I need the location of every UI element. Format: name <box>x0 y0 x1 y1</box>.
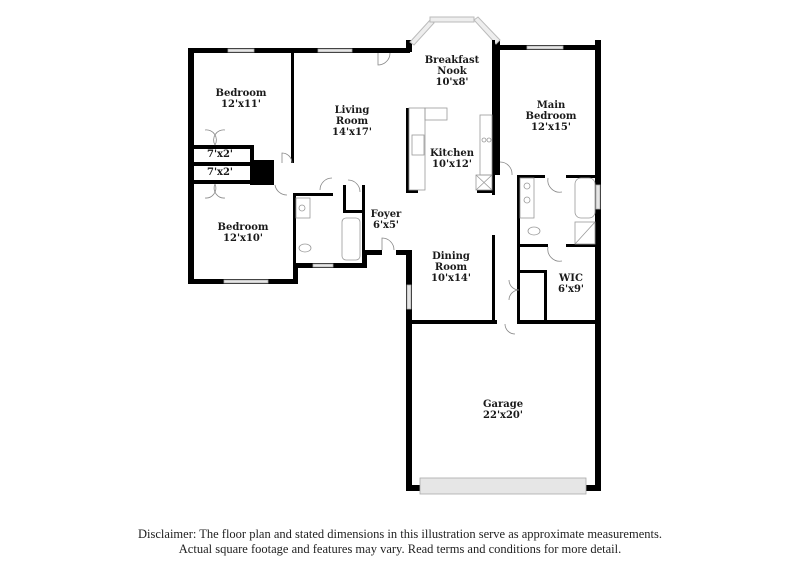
room-label-closet-2: 7'x2' <box>206 167 234 178</box>
room-label-closet-1: 7'x2' <box>206 149 234 160</box>
disclaimer-line-1: Disclaimer: The floor plan and stated di… <box>138 527 662 541</box>
disclaimer-line-2: Actual square footage and features may v… <box>178 542 622 556</box>
nook-bay-window <box>409 16 501 46</box>
disclaimer: Disclaimer: The floor plan and stated di… <box>0 527 800 557</box>
doors <box>204 52 563 335</box>
floor-plan <box>188 16 601 495</box>
fixtures <box>295 107 596 261</box>
interior-walls <box>194 40 597 324</box>
windows <box>223 45 601 495</box>
